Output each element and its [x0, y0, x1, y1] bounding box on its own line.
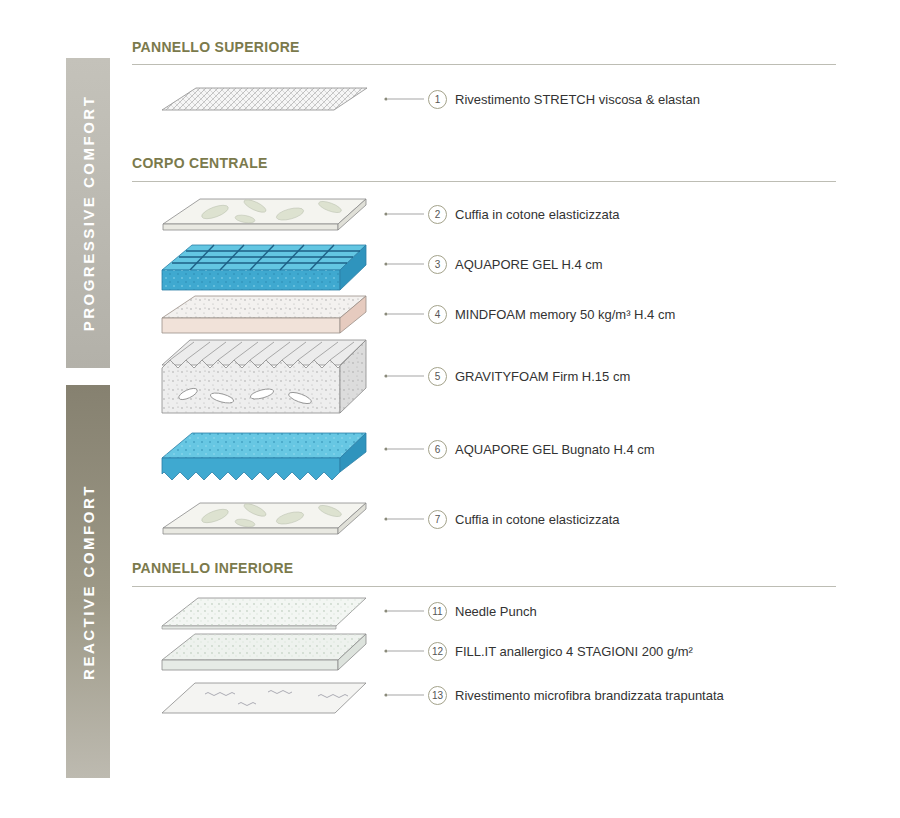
band-label: REACTIVE COMFORT — [80, 484, 97, 680]
callout-number: 3 — [428, 255, 447, 274]
layer-callout: 5 GRAVITYFOAM Firm H.15 cm — [428, 366, 630, 386]
layer-name: Needle Punch — [455, 604, 537, 619]
layer-callout: 1 Rivestimento STRETCH viscosa & elastan — [428, 89, 700, 109]
callout-number: 13 — [428, 686, 447, 705]
layer-name: AQUAPORE GEL H.4 cm — [455, 257, 603, 272]
layer-name: AQUAPORE GEL Bugnato H.4 cm — [455, 442, 655, 457]
layer-name: Rivestimento microfibra brandizzata trap… — [455, 688, 724, 703]
callout-number: 12 — [428, 642, 447, 661]
section-heading: PANNELLO SUPERIORE — [132, 39, 300, 55]
layer-name: MINDFOAM memory 50 kg/m³ H.4 cm — [455, 307, 675, 322]
layer-name: Rivestimento STRETCH viscosa & elastan — [455, 92, 700, 107]
callout-number: 7 — [428, 510, 447, 529]
layer-callout: 3 AQUAPORE GEL H.4 cm — [428, 254, 603, 274]
callout-number: 6 — [428, 440, 447, 459]
layer-callout: 2 Cuffia in cotone elasticizzata — [428, 204, 620, 224]
layer-callout: 12 FILL.IT anallergico 4 STAGIONI 200 g/m… — [428, 641, 693, 661]
layer-callout: 11 Needle Punch — [428, 601, 537, 621]
layer-callout: 7 Cuffia in cotone elasticizzata — [428, 509, 620, 529]
comfort-band: REACTIVE COMFORT — [66, 385, 110, 778]
layer-name: Cuffia in cotone elasticizzata — [455, 207, 620, 222]
callout-number: 5 — [428, 367, 447, 386]
layer-name: FILL.IT anallergico 4 STAGIONI 200 g/m² — [455, 644, 693, 659]
comfort-band: PROGRESSIVE COMFORT — [66, 58, 110, 368]
callout-number: 1 — [428, 90, 447, 109]
callout-number: 11 — [428, 602, 447, 621]
section-heading: CORPO CENTRALE — [132, 155, 268, 171]
callout-number: 2 — [428, 205, 447, 224]
layer-name: GRAVITYFOAM Firm H.15 cm — [455, 369, 630, 384]
layer-callout: 6 AQUAPORE GEL Bugnato H.4 cm — [428, 439, 655, 459]
callout-number: 4 — [428, 305, 447, 324]
layer-name: Cuffia in cotone elasticizzata — [455, 512, 620, 527]
layer-callout: 13 Rivestimento microfibra brandizzata tr… — [428, 685, 724, 705]
section-heading: PANNELLO INFERIORE — [132, 560, 293, 576]
band-label: PROGRESSIVE COMFORT — [80, 95, 97, 332]
layer-callout: 4 MINDFOAM memory 50 kg/m³ H.4 cm — [428, 304, 675, 324]
